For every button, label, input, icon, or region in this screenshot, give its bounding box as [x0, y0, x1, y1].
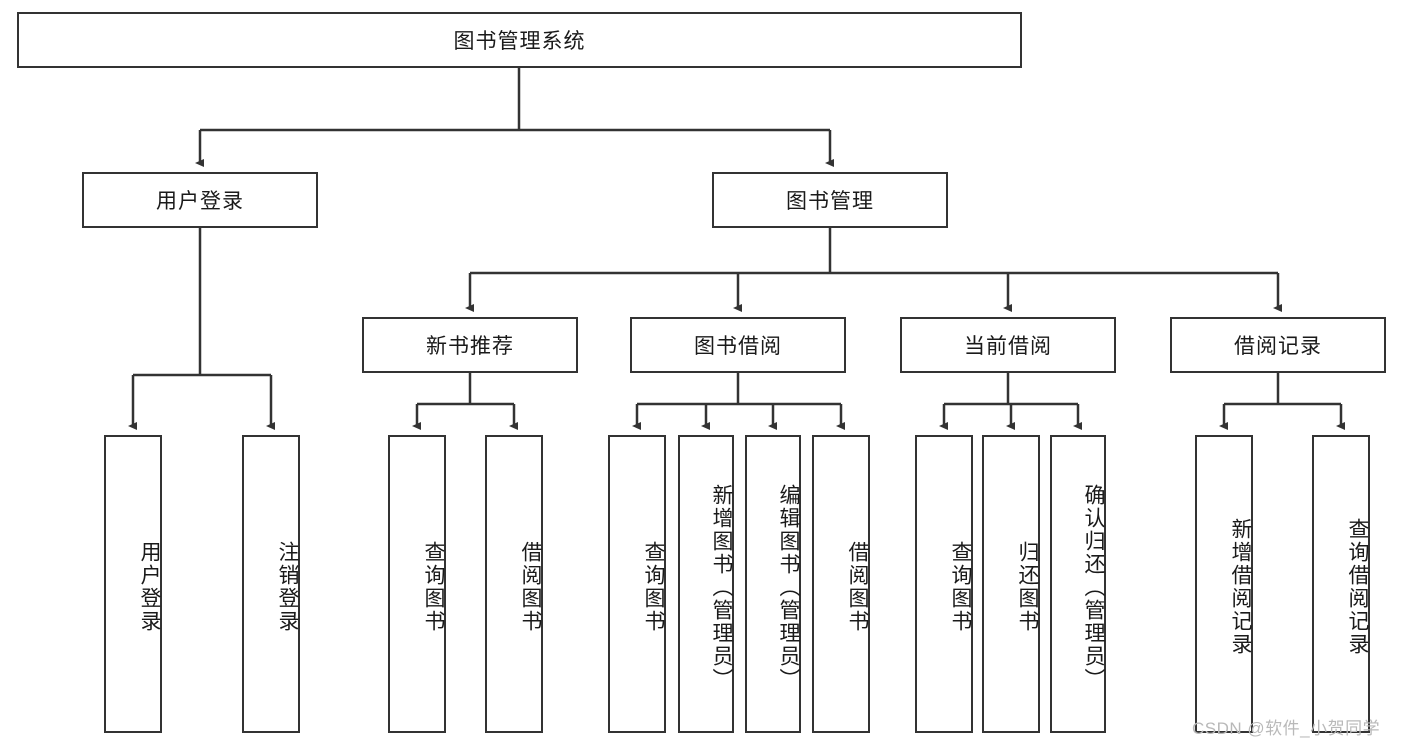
- node-level2-borrow-records[interactable]: 借阅记录: [1170, 317, 1386, 373]
- node-leaf-query-borrow-record[interactable]: 查询借阅记录: [1312, 435, 1370, 733]
- watermark-text: CSDN @软件_小贺同学: [1192, 719, 1381, 738]
- edge-newbook-to-leaves: [412, 373, 518, 430]
- edge-root-to-level1: [195, 68, 834, 167]
- edge-userlogin-to-leaves: [128, 228, 275, 430]
- node-level2-current-borrow[interactable]: 当前借阅: [900, 317, 1116, 373]
- node-level2-new-book-recommend[interactable]: 新书推荐: [362, 317, 578, 373]
- node-leaf-query-book-borrow[interactable]: 查询图书: [608, 435, 666, 733]
- node-leaf-query-book-newbook[interactable]: 查询图书: [388, 435, 446, 733]
- node-leaf-add-book-admin[interactable]: 新增图书（管理员）: [678, 435, 734, 733]
- node-leaf-logout[interactable]: 注销登录: [242, 435, 300, 733]
- node-level2-book-borrow[interactable]: 图书借阅: [630, 317, 846, 373]
- node-level1-book-management[interactable]: 图书管理: [712, 172, 948, 228]
- edge-records-to-leaves: [1219, 373, 1345, 430]
- node-leaf-confirm-return-admin[interactable]: 确认归还（管理员）: [1050, 435, 1106, 733]
- node-leaf-edit-book-admin[interactable]: 编辑图书（管理员）: [745, 435, 801, 733]
- edge-borrow-to-leaves: [632, 373, 845, 430]
- node-leaf-borrow-book-newbook[interactable]: 借阅图书: [485, 435, 543, 733]
- node-root[interactable]: 图书管理系统: [17, 12, 1022, 68]
- node-leaf-query-book-current[interactable]: 查询图书: [915, 435, 973, 733]
- edge-bookmgmt-to-level2: [465, 228, 1282, 312]
- edge-current-to-leaves: [939, 373, 1082, 430]
- node-leaf-add-borrow-record[interactable]: 新增借阅记录: [1195, 435, 1253, 733]
- node-leaf-return-book[interactable]: 归还图书: [982, 435, 1040, 733]
- node-level1-user-login[interactable]: 用户登录: [82, 172, 318, 228]
- node-leaf-user-login[interactable]: 用户登录: [104, 435, 162, 733]
- node-leaf-borrow-book[interactable]: 借阅图书: [812, 435, 870, 733]
